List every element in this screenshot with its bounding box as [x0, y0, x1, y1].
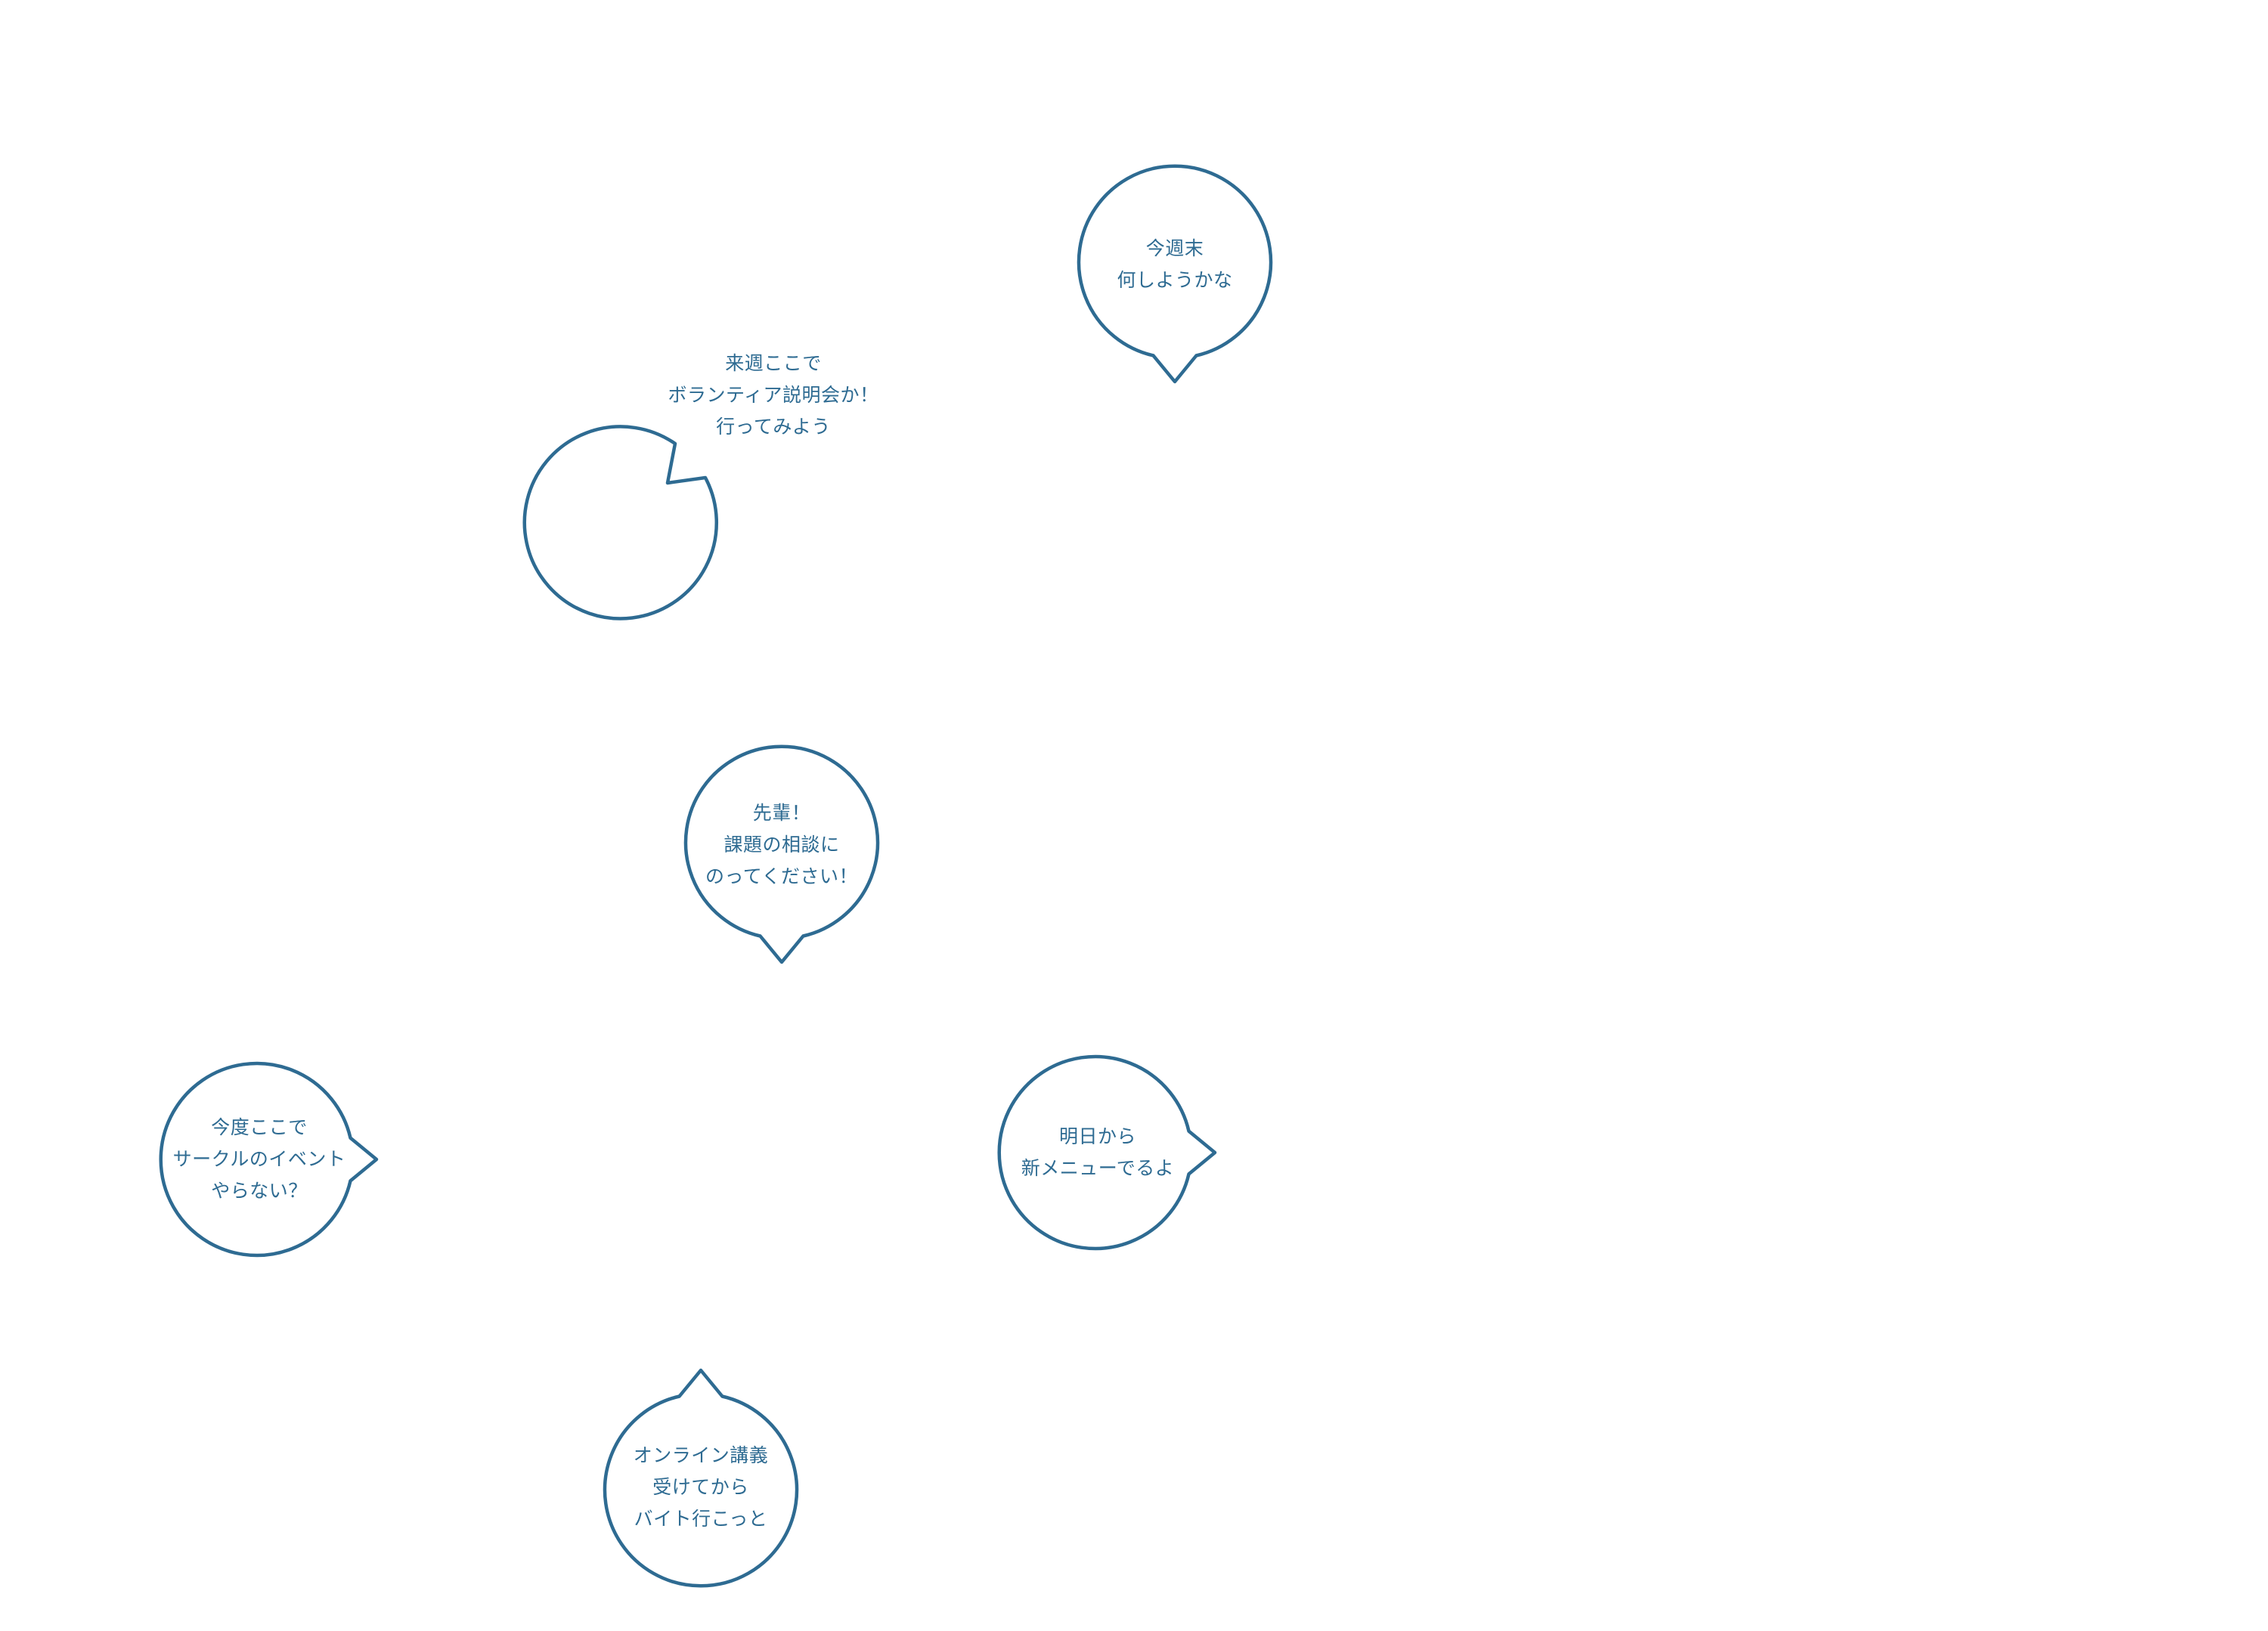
- speech-bubble-outline: [159, 1061, 379, 1258]
- speech-line: オンライン講義: [633, 1444, 769, 1466]
- speech-line: 来週ここで: [725, 352, 822, 374]
- speech-line: 新メニューでるよ: [1021, 1157, 1175, 1179]
- speech-bubble-outline: [997, 1054, 1217, 1251]
- speech-line: 今週末: [1145, 237, 1204, 259]
- speech-line: バイト行こっと: [634, 1508, 768, 1530]
- speech-bubble-text: 先輩！ 課題の相談に のってください！: [638, 701, 925, 989]
- speech-bubble-senpai: 先輩！ 課題の相談に のってください！: [638, 701, 925, 989]
- speech-bubble-text: 明日から 新メニューでるよ: [954, 1009, 1241, 1296]
- speech-bubble-volunteer: 来週ここで ボランティア説明会か！ 行ってみよう: [522, 252, 917, 621]
- speech-line: 課題の相談に: [723, 834, 840, 856]
- speech-bubble-menu: 明日から 新メニューでるよ: [954, 1009, 1241, 1296]
- speech-bubble-text: 今度ここで サークルのイベント やらない？: [116, 1016, 403, 1303]
- speech-line: 受けてから: [652, 1476, 749, 1498]
- speech-line: サークルのイベント: [172, 1148, 346, 1170]
- speech-line: 今度ここで: [211, 1116, 308, 1138]
- speech-line: 行ってみよう: [716, 416, 831, 438]
- speech-line: 何しようかな: [1117, 269, 1233, 291]
- speech-bubble-text: 今週末 何しようかな: [1031, 121, 1318, 408]
- speech-bubble-text: オンライン講義 受けてから バイト行こっと: [557, 1344, 844, 1631]
- speech-bubble-weekend: 今週末 何しようかな: [1031, 121, 1318, 408]
- speech-line: やらない？: [211, 1180, 308, 1202]
- speech-line: ボランティア説明会か！: [668, 384, 879, 406]
- speech-bubble-online: オンライン講義 受けてから バイト行こっと: [557, 1344, 844, 1631]
- speech-line: 明日から: [1058, 1125, 1136, 1147]
- speech-bubble-circle: 今度ここで サークルのイベント やらない？: [116, 1016, 403, 1303]
- illustration-canvas: 今週末 何しようかな 来週ここで ボランティア説明会か！ 行ってみよう 先輩！ …: [116, 121, 1318, 1588]
- speech-bubble-text: 来週ここで ボランティア説明会か！ 行ってみよう: [630, 252, 917, 539]
- speech-bubble-outline: [683, 744, 880, 964]
- speech-bubble-outline: [1077, 164, 1273, 384]
- speech-line: 先輩！: [752, 802, 811, 824]
- speech-bubble-outline: [603, 1368, 799, 1588]
- speech-line: のってください！: [705, 865, 858, 887]
- speech-bubble-outline: [522, 425, 718, 621]
